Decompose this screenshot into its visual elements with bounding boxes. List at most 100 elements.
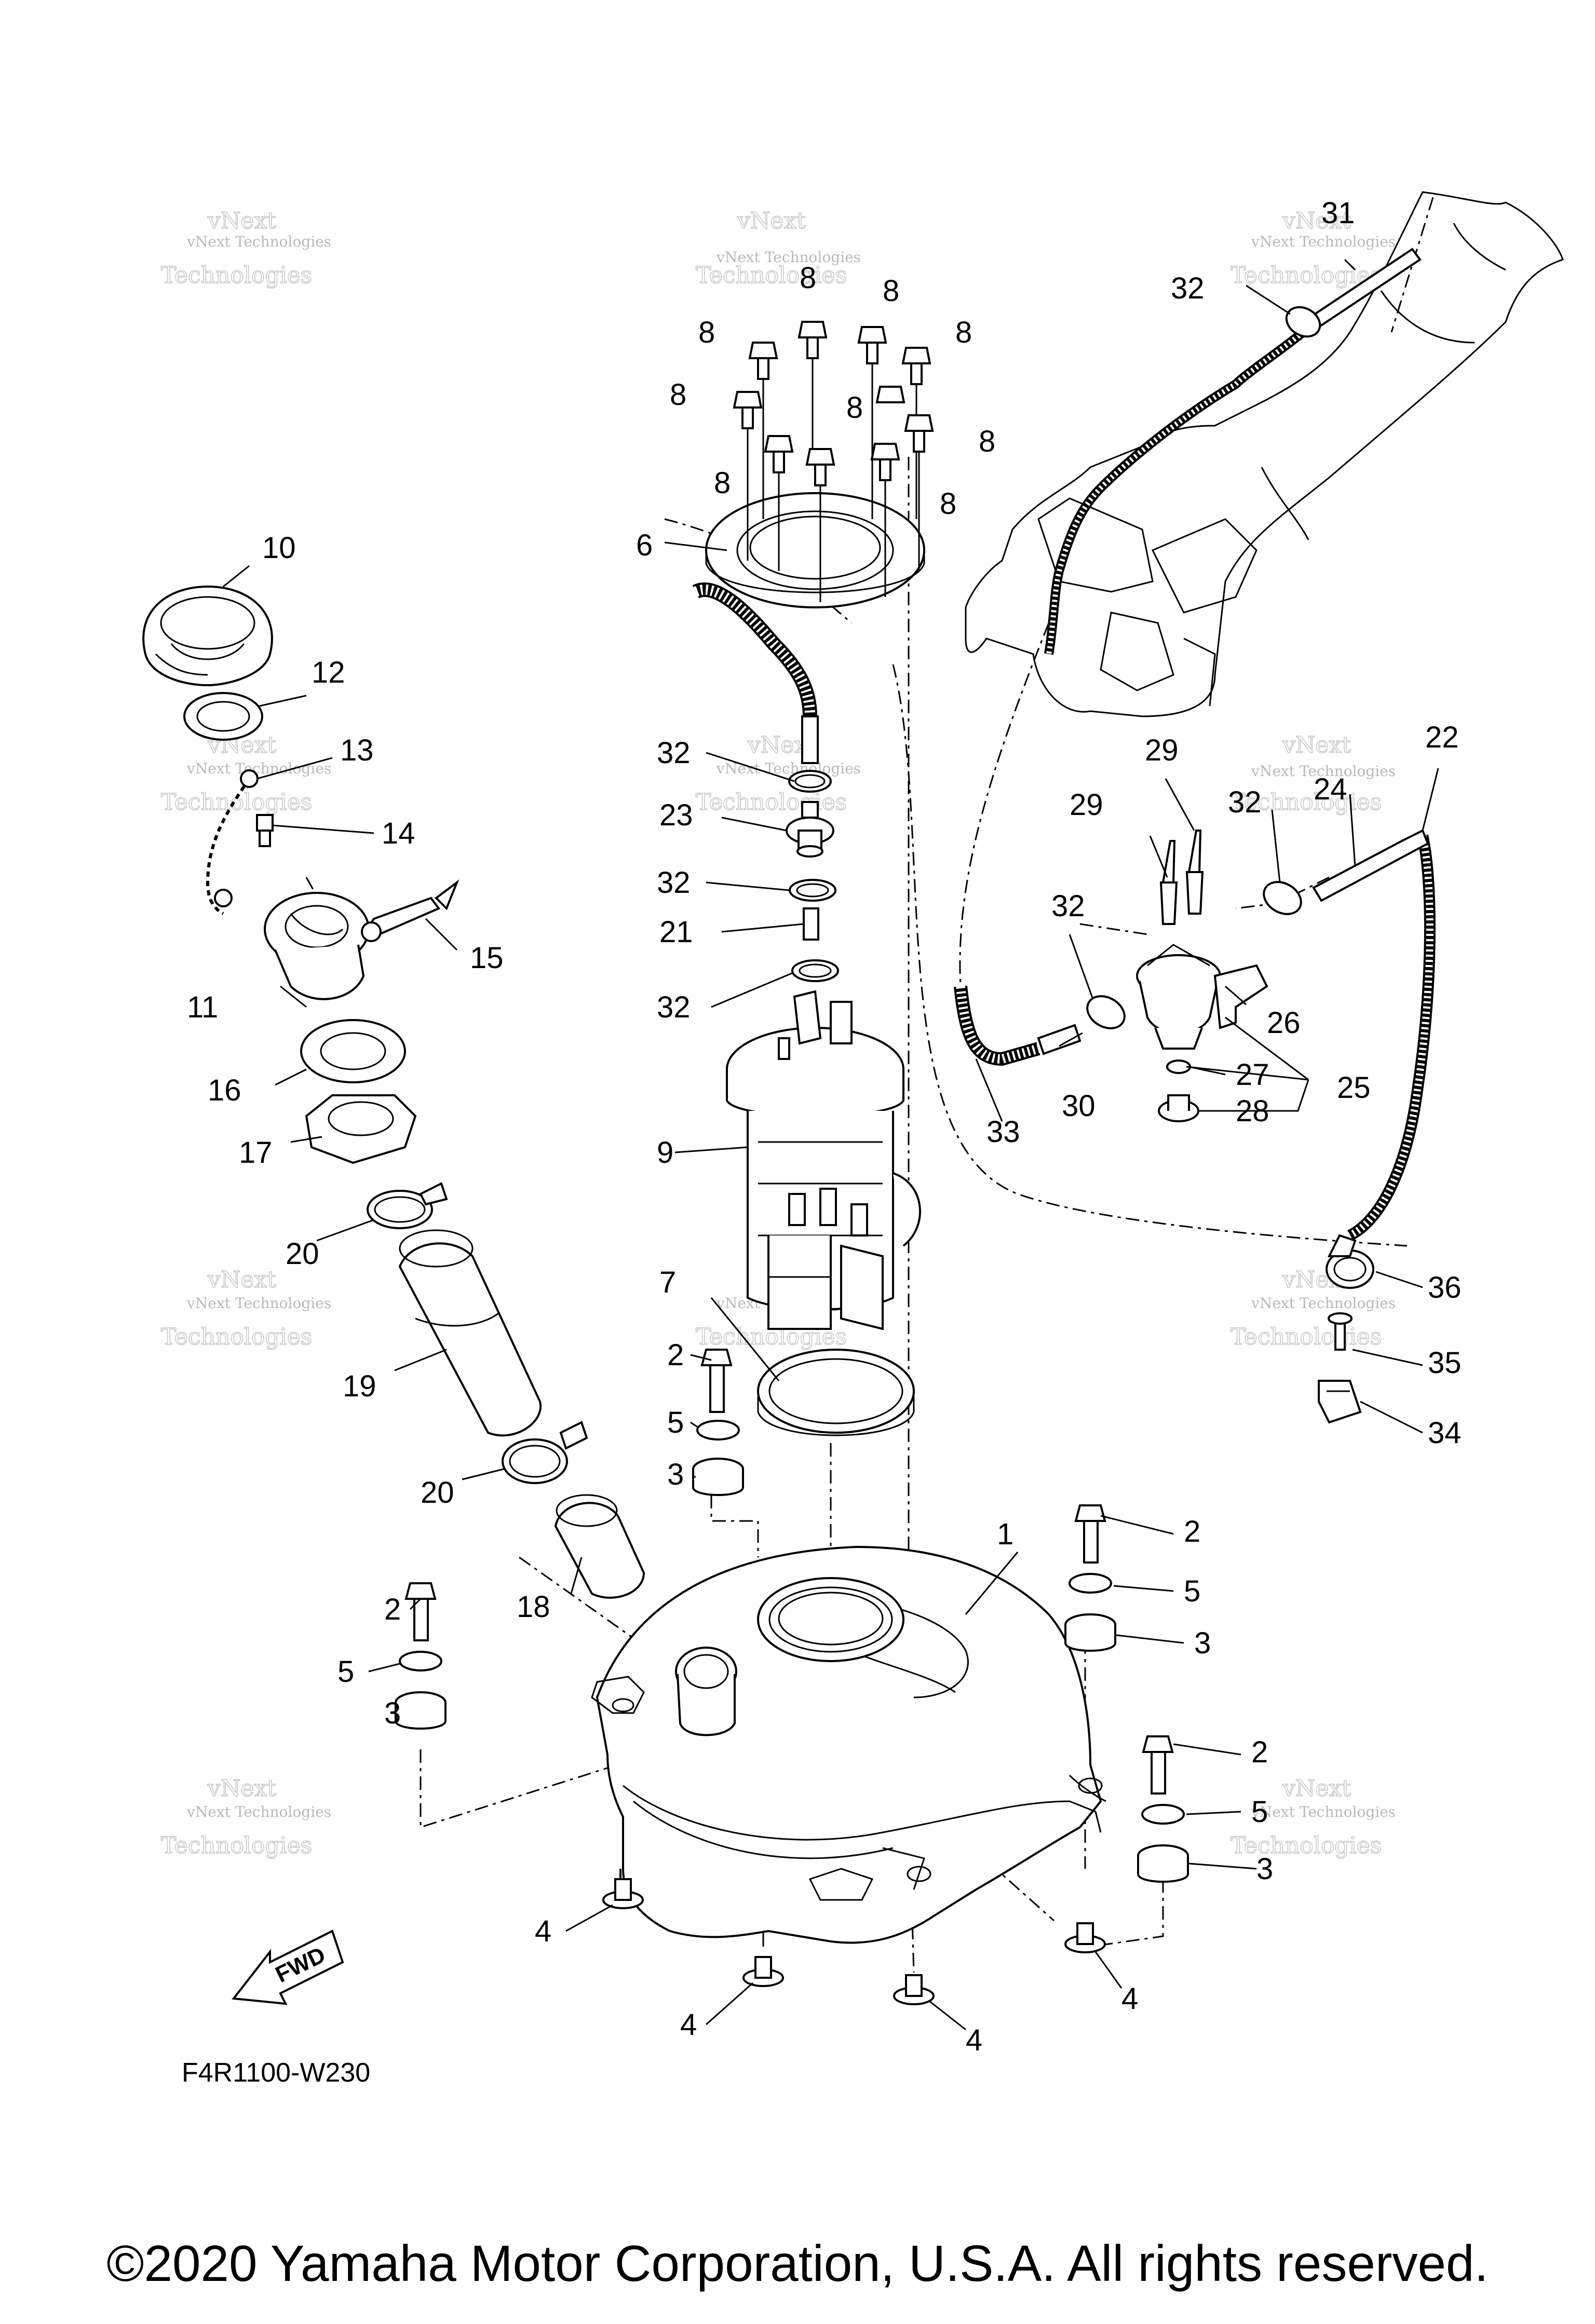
callout-34: 34 xyxy=(1428,1416,1462,1450)
diagram-code: F4R1100-W230 xyxy=(182,2058,370,2088)
screw-14 xyxy=(256,814,274,847)
bolt-2 xyxy=(700,1349,733,1413)
callout-5: 5 xyxy=(667,1406,684,1439)
callout-3: 3 xyxy=(384,1696,401,1730)
svg-text:Technologies: Technologies xyxy=(1231,262,1382,289)
clamp-20 xyxy=(367,1182,448,1229)
callout-36: 36 xyxy=(1428,1271,1462,1304)
clamp-32 xyxy=(1086,995,1126,1029)
svg-text:vNext Technologies: vNext Technologies xyxy=(1251,1803,1396,1820)
callout-28: 28 xyxy=(1236,1094,1269,1128)
svg-text:vNext Technologies: vNext Technologies xyxy=(716,760,861,777)
callout-2: 2 xyxy=(384,1593,401,1626)
bolt-8 xyxy=(798,321,828,452)
foot-4 xyxy=(602,1869,644,1909)
pin-35 xyxy=(1328,1312,1353,1351)
callout-8: 8 xyxy=(883,274,899,308)
vent-hose-22 xyxy=(1347,834,1436,1241)
svg-text:vNext Technologies: vNext Technologies xyxy=(1251,1295,1396,1312)
callout-6: 6 xyxy=(636,528,653,562)
svg-text:vNext: vNext xyxy=(1282,208,1351,234)
bolt-8 xyxy=(805,448,835,602)
callout-32: 32 xyxy=(1051,889,1085,923)
pipe-18 xyxy=(554,1494,645,1599)
callout-8: 8 xyxy=(979,425,995,458)
callout-4: 4 xyxy=(1121,1982,1138,2016)
callout-19: 19 xyxy=(343,1369,376,1403)
callout-2: 2 xyxy=(667,1338,684,1372)
gasket-ring-7 xyxy=(757,1349,915,1436)
callout-17: 17 xyxy=(239,1136,273,1170)
callout-8: 8 xyxy=(846,391,863,425)
callout-15: 15 xyxy=(470,941,504,975)
screw-28 xyxy=(1158,1094,1199,1122)
callout-32: 32 xyxy=(657,736,691,770)
callout-24: 24 xyxy=(1314,772,1347,806)
bolt-8 xyxy=(904,414,934,571)
svg-text:vNext: vNext xyxy=(207,1267,276,1293)
filler-cap-10 xyxy=(142,585,273,687)
svg-text:vNext: vNext xyxy=(1282,1775,1351,1802)
bolt-15 xyxy=(361,879,459,942)
callout-8: 8 xyxy=(940,487,956,521)
callout-5: 5 xyxy=(1251,1795,1268,1829)
svg-text:vNext Technologies: vNext Technologies xyxy=(716,249,861,266)
callout-5: 5 xyxy=(1184,1574,1200,1608)
tube-24 xyxy=(1312,829,1429,902)
callout-26: 26 xyxy=(1267,1006,1301,1040)
callout-20: 20 xyxy=(421,1476,454,1510)
fuel-tank xyxy=(591,1545,1106,1944)
callout-9: 9 xyxy=(657,1136,673,1170)
callout-33: 33 xyxy=(986,1115,1020,1149)
clamp-32 xyxy=(1263,881,1302,915)
callout-29: 29 xyxy=(1145,733,1179,767)
fuel-sender-25 xyxy=(1136,944,1221,1050)
svg-text:Technologies: Technologies xyxy=(161,262,312,289)
callout-8: 8 xyxy=(955,316,972,349)
svg-text:vNext Technologies: vNext Technologies xyxy=(186,233,331,250)
hose-30 xyxy=(1037,1024,1082,1055)
callout-22: 22 xyxy=(1425,721,1459,754)
hose-19 xyxy=(398,1229,542,1437)
svg-text:vNext Technologies: vNext Technologies xyxy=(186,760,331,777)
leader-lines xyxy=(223,259,1439,2031)
svg-text:Technologies: Technologies xyxy=(696,789,847,816)
svg-text:Technologies: Technologies xyxy=(161,1324,312,1350)
svg-text:Technologies: Technologies xyxy=(161,1832,312,1859)
callout-20: 20 xyxy=(286,1237,319,1271)
clamp-32 xyxy=(1285,306,1321,338)
grommet-3 xyxy=(692,1458,744,1496)
watermark: vNext vNext Technologies Technologies xyxy=(160,1266,331,1351)
fwd-arrow: FWD xyxy=(232,1929,344,2005)
callout-32: 32 xyxy=(657,866,691,900)
svg-text:Technologies: Technologies xyxy=(1231,789,1382,816)
fittings-29 xyxy=(1159,830,1204,925)
fuel-pump-9 xyxy=(726,990,921,1330)
svg-text:vNext: vNext xyxy=(207,1775,276,1802)
callout-21: 21 xyxy=(659,915,693,949)
bolt-2 xyxy=(1142,1735,1174,1795)
callout-31: 31 xyxy=(1321,196,1355,230)
clamp-20 xyxy=(502,1421,588,1484)
bolt-8 xyxy=(748,342,778,519)
svg-text:Technologies: Technologies xyxy=(161,789,312,816)
bolt-8 xyxy=(870,443,900,597)
callout-5: 5 xyxy=(337,1655,354,1689)
watermark: vNext vNext Technologies Technologies xyxy=(160,207,331,289)
bolt-8 xyxy=(901,347,931,519)
callout-13: 13 xyxy=(340,733,374,767)
watermark: vNext vNext Technologies Technologies xyxy=(695,207,861,289)
watermark: vNext vNext Technologies Technologies xyxy=(160,1775,331,1859)
svg-text:vNext Technologies: vNext Technologies xyxy=(1251,233,1396,250)
copyright-notice: ©2020 Yamaha Motor Corporation, U.S.A. A… xyxy=(106,2235,1489,2292)
foot-4 xyxy=(1064,1922,1106,1953)
clamp-36 xyxy=(1326,1234,1374,1289)
callout-3: 3 xyxy=(1194,1626,1211,1660)
clamp-32 xyxy=(789,879,836,902)
vent-hose xyxy=(692,582,819,764)
callout-labels: 1 2 2 2 2 3 3 3 3 4 4 4 4 4 5 5 5 5 6 7 … xyxy=(187,196,1462,2057)
engine-hull-outline xyxy=(965,191,1564,717)
washer-5 xyxy=(1069,1573,1112,1594)
callout-8: 8 xyxy=(698,316,715,349)
